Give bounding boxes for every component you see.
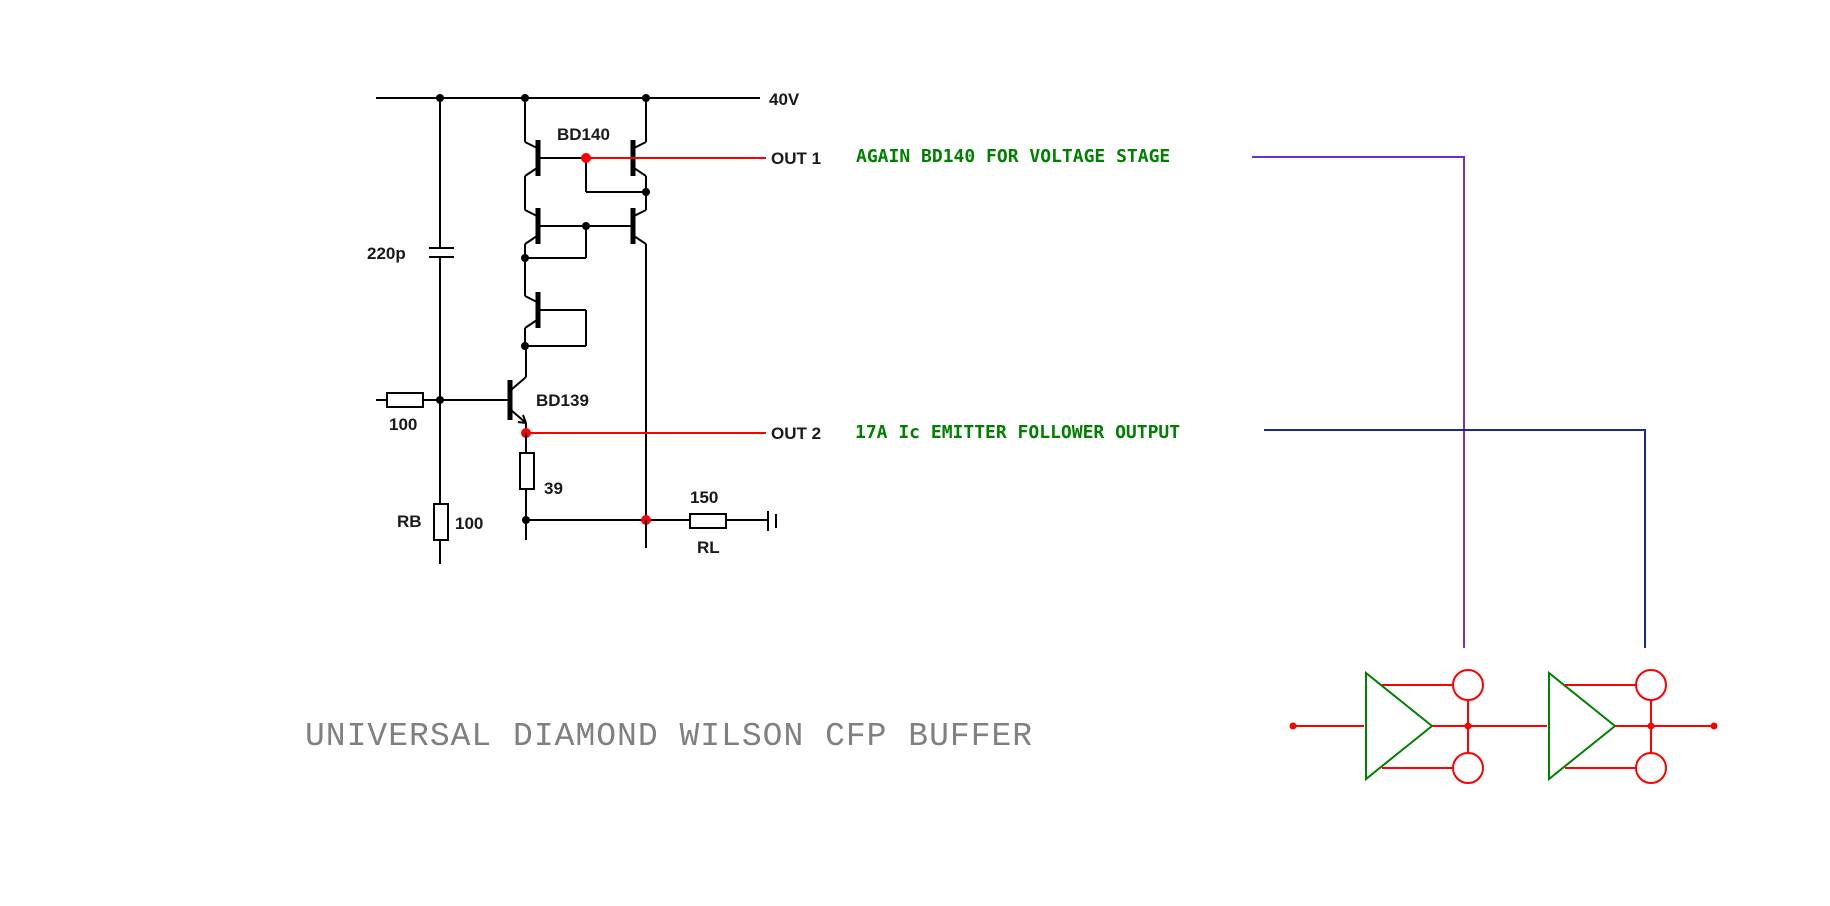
bd140-label: BD140 [557,125,610,144]
out2-label: OUT 2 [771,424,821,443]
buffer-triangle-2 [1548,670,1617,782]
current-mirror-stack: BD140 [521,98,650,520]
bd139-label: BD139 [536,391,589,410]
emitter-resistor [519,452,535,490]
out2-note: 17A Ic EMITTER FOLLOWER OUTPUT [855,422,1180,443]
supply-label: 40V [769,90,800,109]
out1-net: OUT 1 [581,149,821,168]
buffer-block-diagram [1289,669,1718,784]
capacitor-label: 220p [367,244,406,263]
emitter-resistor-label: 39 [544,479,563,498]
input-network: 220p 100 RB 100 [367,98,483,564]
load-network: 39 150 RL [519,433,777,557]
diagram-title: UNIVERSAL DIAMOND WILSON CFP BUFFER [305,718,1033,755]
output-node-2a [1635,669,1667,701]
out1-label: OUT 1 [771,149,821,168]
input-resistor [386,392,424,408]
output-node-1a [1452,669,1484,701]
transistor-bd139: BD139 [440,346,589,433]
rb-value-label: 100 [455,514,483,533]
output-node-1b [1452,752,1484,784]
out2-net: OUT 2 [521,424,821,443]
load-resistor [689,513,727,529]
rl-name-label: RL [697,538,720,557]
out1-note: AGAIN BD140 FOR VOLTAGE STAGE [856,146,1170,167]
rb-resistor [433,503,449,541]
link-line-out2 [1264,429,1646,648]
rb-name-label: RB [397,512,422,531]
rl-value-label: 150 [690,488,718,507]
buffer-triangle-1 [1365,670,1434,782]
input-resistor-label: 100 [389,415,417,434]
link-line-out1 [1252,156,1465,648]
output-node-2b [1635,752,1667,784]
